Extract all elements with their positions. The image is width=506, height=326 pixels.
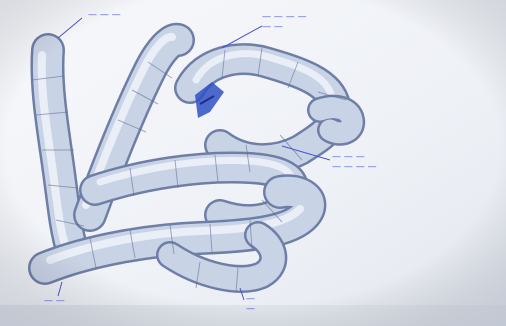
label-top-center-line1: — — — — [262, 12, 307, 22]
label-bottom-left: — — [44, 296, 65, 306]
label-top-left: — — — [88, 10, 121, 20]
label-right-line1: — — — [332, 152, 377, 162]
label-bottom-right-line1: — [246, 294, 255, 304]
label-top-center-line2: — — [262, 22, 307, 32]
label-bottom-right-line2: — [246, 304, 255, 314]
label-right-line2: — — — — [332, 162, 377, 172]
label-top-left-text: — — — [88, 10, 121, 20]
label-bottom-left-text: — — [44, 296, 65, 306]
label-right: — — — — — — — [332, 152, 377, 173]
label-top-center: — — — — — — [262, 12, 307, 33]
label-bottom-right: — — [246, 294, 255, 315]
